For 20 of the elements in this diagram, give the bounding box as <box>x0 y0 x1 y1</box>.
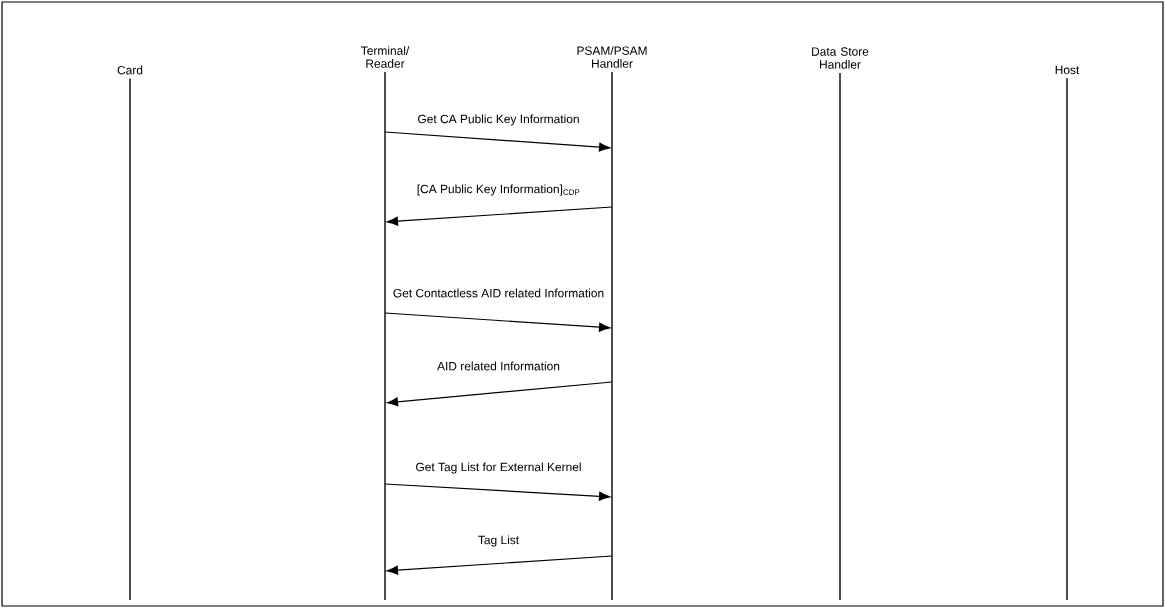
node-label: Host <box>1055 65 1080 75</box>
message-label: Get Tag List for External Kernel <box>413 460 584 476</box>
message-arrow <box>386 206 613 226</box>
message-label: Tag List <box>476 533 521 549</box>
participant-lifeline: Host <box>1055 65 1080 600</box>
message-arrow <box>386 555 613 575</box>
message-label: [CA Public Key Information]$_{CDP}$ <box>415 182 582 198</box>
message-arrow <box>384 483 611 501</box>
participant-lifeline: Data Store Handler <box>812 47 869 600</box>
message-label: AID related Information <box>435 360 562 372</box>
node-label: PSAM/PSAM Handler <box>577 46 647 68</box>
message-arrow <box>386 381 613 407</box>
node-label: Terminal/ Reader <box>361 46 410 68</box>
message-label: Get CA Public Key Information <box>415 112 582 128</box>
node-label: Data Store Handler <box>812 47 869 69</box>
participant-lifeline: Card <box>117 65 143 600</box>
message-arrow <box>384 131 611 152</box>
message-arrow <box>384 312 611 332</box>
node-label: Card <box>117 65 143 75</box>
message-label: Get Contactless AID related Information <box>391 287 606 299</box>
